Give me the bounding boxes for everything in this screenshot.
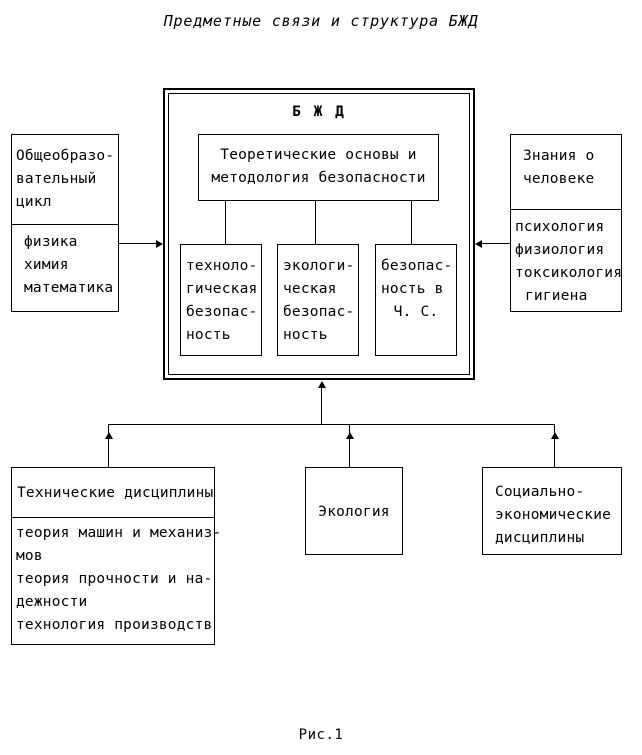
branch-line: экологи- [283,258,355,274]
figure-caption: Рис.1 [298,727,344,743]
arrow-right-line [482,243,510,245]
socio-economic-box: Социально- экономические дисциплины [482,467,622,555]
branch-line: ность в [381,281,444,297]
general-education-box: Общеобразо- вательный цикл физика химия … [11,134,119,312]
ecology-label: Экология [318,504,390,520]
bzhd-inner-frame [168,93,470,375]
branch-line: безопас- [186,304,258,320]
arrow-left-line [119,243,157,245]
technical-divider [12,517,214,518]
drop-technical-line [108,424,110,467]
branch-emergency-safety: безопас- ность в Ч. С. [375,244,457,356]
drop-social-line [554,424,556,467]
drop-ecology-line [349,424,351,467]
branch-line: Ч. С. [393,304,439,320]
arrow-up-head-icon [551,432,559,439]
trunk-line [321,388,323,425]
diagram-title: Предметные связи и структура БЖД [163,12,479,30]
branch-line: ность [283,327,328,343]
left-item: химия [24,257,69,273]
ecology-box: Экология [305,467,403,555]
social-line: дисциплины [495,530,585,546]
branch-line: безопас- [283,304,355,320]
right-header-line: Знания о [523,148,595,164]
right-divider [511,209,621,210]
technical-item: теория прочности и на- [16,571,213,587]
technical-item: дежности [16,594,88,610]
right-item: гигиена [525,288,588,304]
branch-line: техноло- [186,258,258,274]
right-item: психология [515,219,605,235]
right-header-line: человеке [523,171,595,187]
human-knowledge-box: Знания о человеке психология физиология … [510,134,622,312]
arrow-left-head-icon [475,240,482,248]
arrow-up-head-icon [105,432,113,439]
theory-box: Теоретические основы и методология безоп… [198,134,439,201]
connector-theory-es [411,201,413,244]
social-line: экономические [495,507,612,523]
right-item: токсикология [515,265,623,281]
branch-ecological-safety: экологи- ческая безопас- ность [277,244,359,356]
right-item: физиология [515,242,605,258]
branch-line: гическая [186,281,258,297]
technical-item: мов [16,548,43,564]
technical-header: Технические дисциплины [17,485,214,501]
left-header-line: вательный [16,171,97,187]
left-item: математика [24,280,114,296]
left-divider [12,224,118,225]
horizontal-bus-line [108,424,555,426]
branch-technological-safety: техноло- гическая безопас- ность [180,244,262,356]
arrow-right-head-icon [156,240,163,248]
branch-line: ческая [283,281,337,297]
left-header-line: Общеобразо- [16,148,115,164]
bzhd-heading: Б Ж Д [292,104,346,120]
left-header-line: цикл [16,194,52,210]
theory-line-2: методология безопасности [211,170,426,186]
arrow-up-head-icon [346,432,354,439]
connector-theory-eco [315,201,317,244]
theory-line-1: Теоретические основы и [220,147,417,163]
connector-theory-tech [225,201,227,244]
technical-disciplines-box: Технические дисциплины теория машин и ме… [11,467,222,645]
social-line: Социально- [495,484,585,500]
technical-item: технология производств [16,617,213,633]
branch-line: безопас- [381,258,453,274]
left-item: физика [24,234,78,250]
branch-line: ность [186,327,231,343]
arrow-up-head-icon [318,381,326,388]
technical-item: теория машин и механиз- [16,525,222,541]
